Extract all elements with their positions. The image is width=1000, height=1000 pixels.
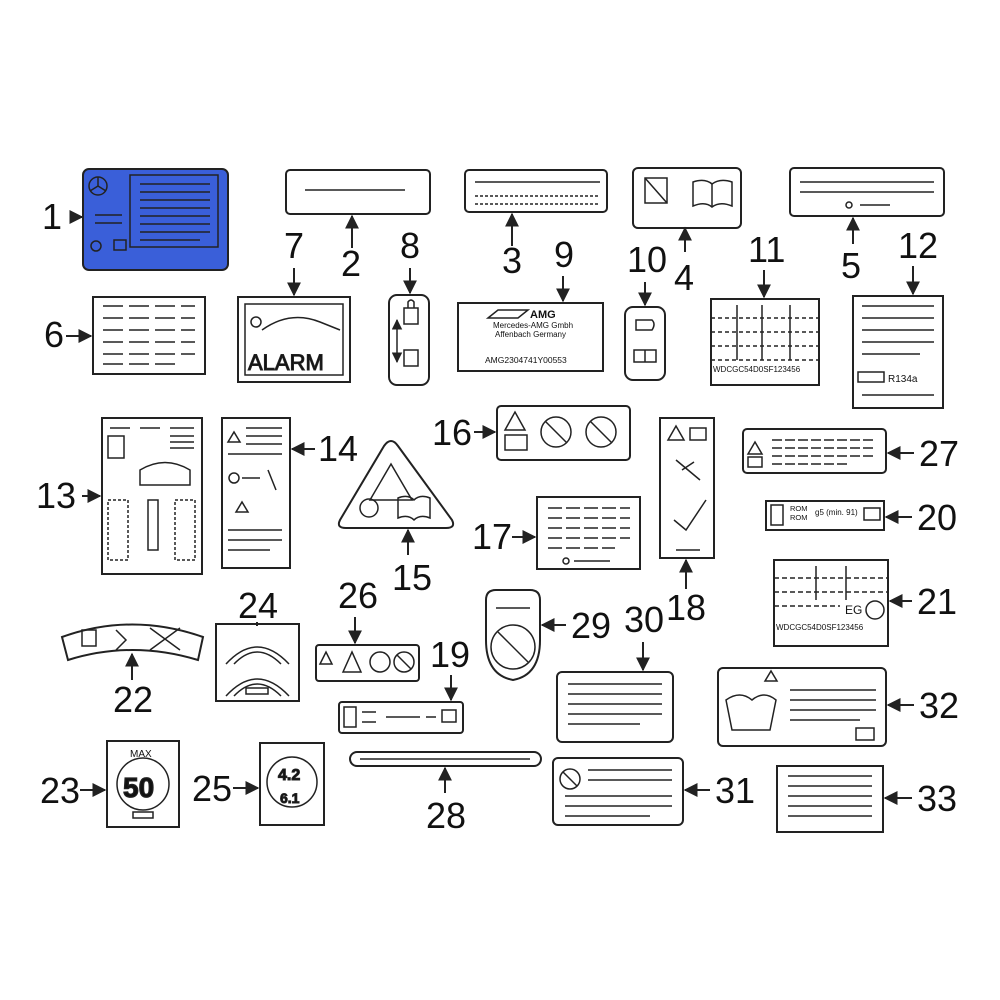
vin-11: WDCGC54D0SF123456 [713, 365, 801, 374]
label-7[interactable]: ALARM [237, 296, 351, 383]
label-20[interactable]: ROM ROM g5 (min. 91) [765, 500, 885, 531]
callout-22: 22 [113, 679, 153, 720]
amg-line-1: Mercedes-AMG Gmbh [493, 321, 573, 330]
callout-30: 30 [624, 599, 664, 640]
label-27[interactable] [742, 428, 887, 474]
amg-line-2: Affenbach Germany [495, 330, 566, 339]
callout-1: 1 [42, 196, 62, 237]
callout-9: 9 [554, 234, 574, 275]
callout-32: 32 [919, 685, 959, 726]
eg-text: EG [845, 603, 862, 617]
label-5[interactable] [789, 167, 945, 217]
callout-17: 17 [472, 516, 512, 557]
fuel-text: g5 (min. 91) [815, 508, 858, 517]
callout-8: 8 [400, 225, 420, 266]
label-22[interactable] [60, 623, 205, 662]
refrigerant-text: R134a [888, 374, 918, 385]
amg-code: AMG2304741Y00553 [485, 355, 567, 365]
callout-15: 15 [392, 557, 432, 598]
callout-20: 20 [917, 497, 957, 538]
label-13[interactable] [101, 417, 203, 575]
label-32[interactable] [717, 667, 887, 747]
callout-12: 12 [898, 225, 938, 266]
callout-14: 14 [318, 428, 358, 469]
rom-2: ROM [790, 513, 808, 522]
callout-33: 33 [917, 778, 957, 819]
callout-29: 29 [571, 605, 611, 646]
label-28[interactable] [349, 751, 542, 767]
label-2[interactable] [285, 169, 431, 215]
label-29[interactable] [485, 589, 541, 682]
callout-13: 13 [36, 475, 76, 516]
label-23[interactable]: MAX 50 [106, 740, 180, 828]
callout-21: 21 [917, 581, 957, 622]
label-24[interactable] [215, 623, 300, 702]
label-16[interactable] [496, 405, 631, 461]
callout-18: 18 [666, 587, 706, 628]
label-4[interactable] [632, 167, 742, 229]
speed-text: 50 [123, 772, 154, 803]
label-12[interactable]: R134a [852, 295, 944, 409]
callout-6: 6 [44, 314, 64, 355]
callout-27: 27 [919, 433, 959, 474]
callout-11: 11 [748, 229, 785, 270]
callout-7: 7 [284, 225, 304, 266]
label-1[interactable] [82, 168, 229, 271]
callout-19: 19 [430, 634, 470, 675]
label-33[interactable] [776, 765, 884, 833]
callout-10: 10 [627, 239, 667, 280]
rom-1: ROM [790, 504, 808, 513]
callout-24: 24 [238, 585, 278, 626]
label-19[interactable] [338, 701, 464, 734]
callout-4: 4 [674, 257, 694, 298]
label-31[interactable] [552, 757, 684, 826]
label-11[interactable]: WDCGC54D0SF123456 [710, 298, 820, 386]
max-text: MAX [130, 749, 152, 760]
label-15[interactable] [337, 440, 455, 529]
callout-3: 3 [502, 240, 522, 281]
label-21[interactable]: EG WDCGC54D0SF123456 [773, 559, 889, 647]
label-3[interactable] [464, 169, 608, 213]
callout-16: 16 [432, 412, 472, 453]
callout-5: 5 [841, 245, 861, 286]
callout-25: 25 [192, 768, 232, 809]
callout-2: 2 [341, 243, 361, 284]
label-18[interactable] [659, 417, 715, 559]
svg-text:AMG: AMG [530, 309, 556, 321]
label-30[interactable] [556, 671, 674, 743]
label-25[interactable]: 4.2 6.1 [259, 742, 325, 826]
label-6[interactable] [92, 296, 206, 375]
vin-21: WDCGC54D0SF123456 [776, 623, 864, 632]
callout-23: 23 [40, 770, 80, 811]
label-26[interactable] [315, 644, 420, 682]
label-9[interactable]: AMG Mercedes-AMG Gmbh Affenbach Germany … [457, 302, 604, 372]
pressure-top: 4.2 [278, 767, 300, 784]
callout-28: 28 [426, 795, 466, 836]
label-8[interactable] [388, 294, 430, 386]
label-10[interactable] [624, 306, 666, 381]
callout-31: 31 [715, 770, 755, 811]
pressure-bottom: 6.1 [280, 790, 300, 806]
label-17[interactable] [536, 496, 641, 570]
alarm-text: ALARM [248, 350, 324, 375]
callout-26: 26 [338, 575, 378, 616]
label-14[interactable] [221, 417, 291, 569]
